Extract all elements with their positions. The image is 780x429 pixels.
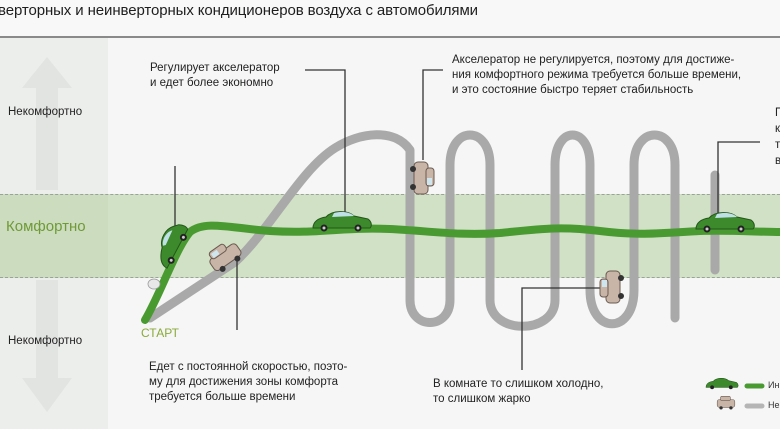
zone-label-lower: Некомфортно <box>8 335 83 347</box>
callout-noninverter-unstable: Акселератор не регулируется, поэтому для… <box>452 53 741 98</box>
start-label: СТАРТ <box>141 326 179 340</box>
title-divider <box>0 36 780 38</box>
leader-inverter-right <box>717 141 760 216</box>
inverter-car-icon <box>312 211 372 232</box>
callout-line: в <box>775 155 780 167</box>
exhaust-puff-icon <box>147 278 161 290</box>
callout-noninverter-slow: Едет с постоянной скоростью, поэто- му д… <box>149 360 347 405</box>
down-arrow-icon <box>22 280 72 412</box>
legend <box>705 378 765 410</box>
callout-line: и едет более экономно <box>150 77 274 89</box>
diagram-title: верторных и неинверторных кондиционеров … <box>0 2 478 19</box>
noninverter-car-icon <box>410 161 435 195</box>
callout-line: то слишком жарко <box>433 393 531 405</box>
noninverter-car-icon <box>599 270 624 304</box>
legend-inverter-car-icon <box>705 378 739 390</box>
callout-line: му для достижения зоны комфорта <box>149 376 339 388</box>
callout-line: Едет с постоянной скоростью, поэто- <box>149 361 348 373</box>
callout-line: т <box>775 139 780 151</box>
inverter-car-icon <box>695 212 755 233</box>
up-arrow-icon <box>22 57 72 190</box>
callout-line: к <box>775 123 780 135</box>
noninverter-car-icon <box>208 243 242 272</box>
zone-label-upper: Некомфортно <box>8 106 83 118</box>
callout-line: и это состояние быстро теряет стабильнос… <box>452 84 694 96</box>
zone-label-comfort: Комфортно <box>6 218 86 235</box>
leader-inverter-economy <box>305 69 346 212</box>
callout-line: Акселератор не регулируется, поэтому для… <box>452 54 735 66</box>
leader-lines <box>174 69 760 370</box>
callout-line: требуется больше времени <box>149 391 296 403</box>
leader-noninverter-unstable <box>422 69 443 160</box>
inverter-car-icon <box>160 224 189 269</box>
legend-label-inverter: Ин <box>768 380 780 390</box>
callout-inverter-right-truncated: П к т в <box>775 105 780 169</box>
leader-noninverter-swing <box>521 287 600 370</box>
callout-line: ния комфортного режима требуется больше … <box>452 69 742 81</box>
callout-inverter-economy: Регулирует акселератор и едет более экон… <box>150 61 280 91</box>
callout-line: П <box>775 107 780 119</box>
legend-label-noninverter: Не <box>768 400 780 410</box>
legend-noninverter-car-icon <box>716 396 736 410</box>
inverter-path <box>141 221 780 324</box>
callout-noninverter-swing: В комнате то слишком холодно, то слишком… <box>433 377 603 407</box>
callout-line: В комнате то слишком холодно, <box>433 378 604 390</box>
callout-line: Регулирует акселератор <box>150 62 280 74</box>
noninverter-path <box>145 130 680 331</box>
